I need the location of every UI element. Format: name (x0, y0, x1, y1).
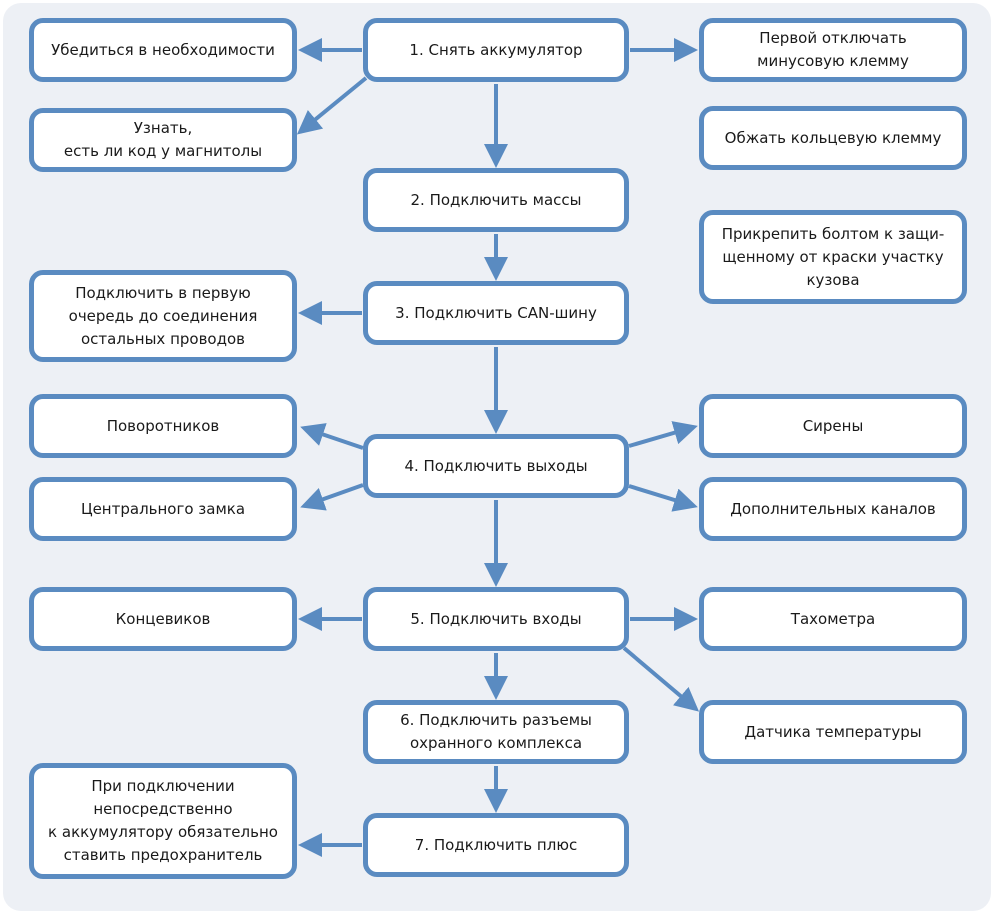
note-label-line-1: Прикрепить болтом к защи- (721, 224, 945, 243)
step-6-label-line-2: охранного комплекса (409, 734, 583, 752)
arrow-s4-l4 (300, 423, 364, 450)
input-tachometer: Тахометра (699, 587, 967, 651)
note-can-first: Подключить в первую очередь до соединени… (29, 270, 297, 362)
note-make-sure-needed: Убедиться в необходимости (29, 18, 297, 82)
note-radio-code: Узнать, есть ли код у магнитолы (29, 108, 297, 172)
note-label-line-2: очередь до соединения (68, 306, 258, 325)
arrow-s4-l5 (300, 483, 364, 511)
output-central-lock: Центрального замка (29, 477, 297, 541)
step-5-connect-inputs: 5. Подключить входы (363, 587, 629, 651)
note-label: Обжать кольцевую клемму (724, 128, 942, 147)
note-label-line-1: Узнать, (133, 119, 193, 137)
step-4-label: 4. Подключить выходы (404, 456, 588, 475)
step-2-connect-ground: 2. Подключить массы (363, 168, 629, 232)
note-label-line-3: кузова (806, 270, 860, 289)
step-1-label: 1. Снять аккумулятор (409, 40, 583, 59)
note-label-line-3: к аккумулятору обязательно (48, 823, 278, 841)
input-label: Тахометра (790, 609, 876, 628)
note-label-line-2: минусовую клемму (757, 52, 909, 70)
arrow-s4-r4 (628, 421, 698, 448)
output-label: Поворотников (106, 416, 220, 435)
arrow-s4-r5 (628, 484, 698, 512)
output-label: Центрального замка (80, 499, 246, 518)
note-label-line-2: щенному от краски участку (722, 247, 944, 266)
note-crimp-ring-terminal: Обжать кольцевую клемму (699, 106, 967, 170)
input-label: Датчика температуры (744, 722, 922, 741)
output-turn-signals: Поворотников (29, 394, 297, 458)
step-2-label: 2. Подключить массы (410, 190, 582, 209)
step-7-label: 7. Подключить плюс (414, 835, 578, 854)
step-1-remove-battery: 1. Снять аккумулятор (363, 18, 629, 82)
note-minus-terminal-first: Первой отключать минусовую клемму (699, 18, 967, 82)
output-label: Сирены (802, 416, 864, 435)
note-label-line-3: остальных проводов (81, 329, 245, 348)
arrow-s5-r7 (622, 646, 700, 712)
input-label: Концевиков (115, 609, 211, 628)
output-siren: Сирены (699, 394, 967, 458)
step-6-connect-connectors: 6. Подключить разъемы охранного комплекс… (363, 700, 629, 764)
note-label-line-4: ставить предохранитель (63, 846, 263, 864)
note-bolt-to-body: Прикрепить болтом к защи- щенному от кра… (699, 210, 967, 304)
step-7-connect-plus: 7. Подключить плюс (363, 813, 629, 877)
note-label: Убедиться в необходимости (51, 40, 275, 59)
note-label-line-1: Первой отключать (759, 29, 907, 47)
output-label: Дополнительных каналов (730, 499, 936, 518)
step-5-label: 5. Подключить входы (410, 609, 582, 628)
output-extra-channels: Дополнительных каналов (699, 477, 967, 541)
note-label-line-2: непосредственно (93, 800, 233, 818)
arrow-s1-l2 (296, 76, 368, 135)
input-temperature-sensor: Датчика температуры (699, 700, 967, 764)
note-label-line-1: При подключении (91, 777, 235, 795)
step-6-label-line-1: 6. Подключить разъемы (400, 711, 592, 729)
step-3-connect-can-bus: 3. Подключить CAN-шину (363, 281, 629, 345)
note-label-line-2: есть ли код у магнитолы (63, 142, 263, 160)
input-door-switches: Концевиков (29, 587, 297, 651)
step-3-label: 3. Подключить CAN-шину (395, 303, 597, 322)
step-4-connect-outputs: 4. Подключить выходы (363, 434, 629, 498)
note-label-line-1: Подключить в первую (75, 283, 251, 302)
note-fuse: При подключении непосредственно к аккуму… (29, 763, 297, 879)
